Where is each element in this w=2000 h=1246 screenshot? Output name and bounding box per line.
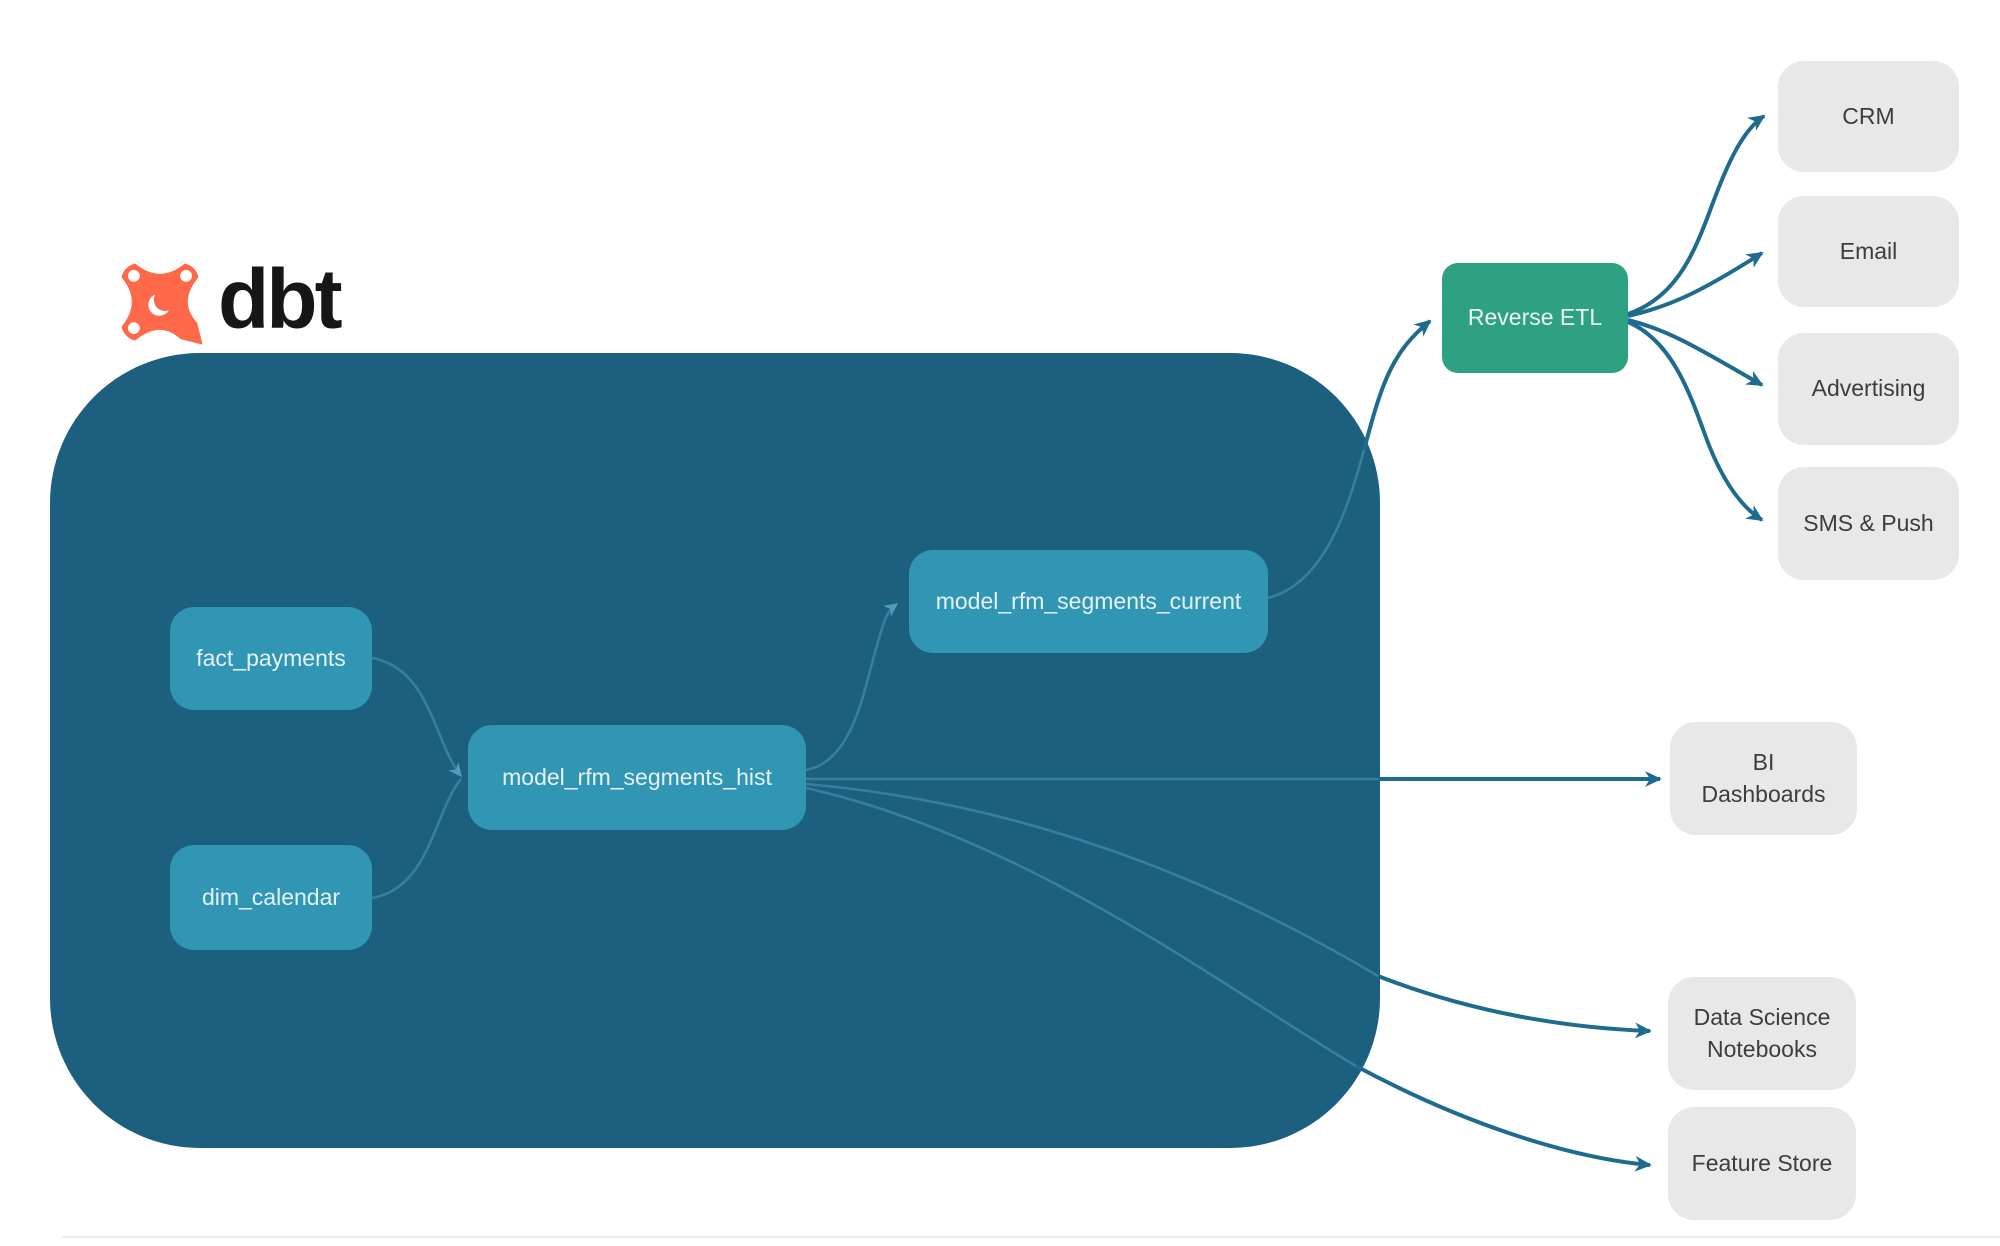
edge-retl-to-crm (1627, 114, 1766, 316)
edge-hist-to-dsn (1377, 974, 1652, 1039)
node-reverse-etl: Reverse ETL (1442, 263, 1628, 373)
node-label: CRM (1842, 102, 1895, 129)
node-label: model_rfm_segments_hist (502, 763, 772, 790)
node-label: Email (1839, 237, 1898, 264)
edge-retl-to-email (1627, 251, 1764, 318)
node-label: Advertising (1811, 375, 1926, 402)
node-dim-calendar: dim_calendar (170, 845, 372, 950)
node-sms-push: SMS & Push (1778, 467, 1959, 580)
edge-retl-to-sms (1627, 320, 1764, 522)
node-label: model_rfm_segments_current (935, 587, 1242, 614)
edge-current-to-retl (1362, 319, 1432, 451)
node-model-rfm-segments-hist: model_rfm_segments_hist (468, 725, 806, 830)
dbt-wordmark: dbt (218, 252, 343, 346)
node-label: fact_payments (196, 644, 346, 671)
node-advertising: Advertising (1778, 333, 1959, 445)
dbt-supernova-icon (121, 263, 203, 345)
node-fact-payments: fact_payments (170, 607, 372, 710)
node-model-rfm-segments-current: model_rfm_segments_current (909, 550, 1268, 653)
node-label: Data Science Notebooks (1693, 1004, 1831, 1062)
node-feature-store: Feature Store (1668, 1107, 1856, 1220)
node-label: SMS & Push (1803, 509, 1934, 536)
node-label: Reverse ETL (1467, 304, 1603, 331)
edge-hist-to-fs (1355, 1064, 1652, 1172)
node-data-science-notebooks: Data Science Notebooks (1668, 977, 1856, 1090)
node-label: Feature Store (1691, 1149, 1833, 1176)
edge-retl-to-advertising (1627, 318, 1764, 387)
node-crm: CRM (1778, 61, 1959, 172)
dbt-logo: dbt (116, 252, 343, 352)
node-label: BI Dashboards (1701, 749, 1826, 807)
bottom-divider (62, 1236, 2000, 1238)
node-bi-dashboards: BI Dashboards (1670, 722, 1857, 835)
node-email: Email (1778, 196, 1959, 307)
node-label: dim_calendar (201, 883, 341, 910)
